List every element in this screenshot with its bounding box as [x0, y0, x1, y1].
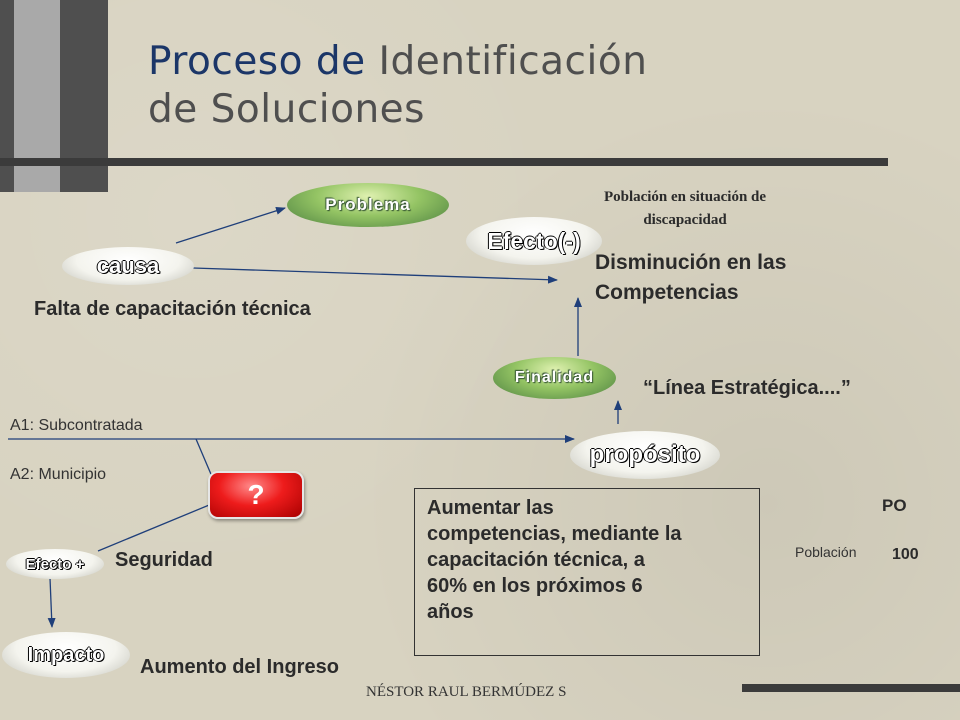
- node-proposito-label: propósito: [589, 441, 701, 468]
- box-line-4: 60% en los próximos 6: [427, 575, 643, 597]
- poblacion-line-1: Población en situación de: [603, 189, 767, 205]
- po-label: PO: [882, 496, 907, 515]
- a2-label: A2: Municipio: [10, 466, 107, 483]
- node-problema-label: Problema: [325, 195, 411, 214]
- poblacion-small-label: Población: [795, 544, 857, 560]
- title-part-1: Proceso de: [148, 39, 366, 84]
- node-finalidad: Finalidad: [493, 357, 616, 399]
- linea-label: “Línea Estratégica....”: [643, 377, 851, 399]
- title-line-2: de Soluciones: [148, 87, 425, 132]
- node-efecto-positivo: Efecto +: [6, 549, 104, 579]
- box-line-2: competencias, mediante la: [427, 523, 682, 545]
- arrow-efecto-to-impacto: [47, 577, 56, 628]
- footer-bar: [742, 684, 960, 692]
- node-efecto-positivo-label: Efecto +: [25, 555, 85, 573]
- node-proposito: propósito: [570, 431, 720, 479]
- arrow-causa-to-problema: [175, 206, 286, 244]
- poblacion-label: Población en situación de discapacidad: [560, 186, 810, 232]
- box-line-3: capacitación técnica, a: [427, 549, 645, 571]
- node-finalidad-label: Finalidad: [514, 369, 595, 386]
- a1-label: A1: Subcontratada: [10, 417, 143, 434]
- proposito-description-box: Aumentar las competencias, mediante la c…: [414, 488, 760, 656]
- node-causa-label: causa: [96, 253, 160, 278]
- node-unknown-label: ?: [247, 479, 265, 510]
- title-divider: [0, 158, 888, 166]
- slide-title: Proceso de Identificación de Soluciones: [148, 38, 647, 134]
- arrow-causa-to-efecto: [192, 267, 558, 284]
- poblacion-value: 100: [892, 546, 919, 563]
- node-impacto: Impacto: [2, 632, 130, 678]
- falta-label: Falta de capacitación técnica: [34, 298, 311, 320]
- line-efecto-to-unknown: [97, 502, 215, 552]
- node-efecto-negativo: Efecto(-): [466, 217, 602, 265]
- disminucion-label: Disminución en las Competencias: [595, 248, 786, 308]
- footer-author: NÉSTOR RAUL BERMÚDEZ S: [366, 684, 567, 700]
- node-causa: causa: [62, 247, 194, 285]
- title-part-2: Identificación: [378, 39, 648, 84]
- poblacion-line-2: discapacidad: [643, 212, 727, 228]
- disminucion-line-2: Competencias: [595, 281, 739, 304]
- box-line-5: años: [427, 601, 474, 623]
- disminucion-line-1: Disminución en las: [595, 251, 787, 274]
- box-line-1: Aumentar las: [427, 497, 554, 519]
- aumento-label: Aumento del Ingreso: [140, 656, 339, 678]
- node-impacto-label: Impacto: [27, 643, 105, 666]
- seguridad-label: Seguridad: [115, 549, 213, 571]
- node-problema: Problema: [287, 183, 449, 227]
- node-efecto-negativo-label: Efecto(-): [487, 227, 581, 254]
- node-unknown: ?: [208, 471, 304, 519]
